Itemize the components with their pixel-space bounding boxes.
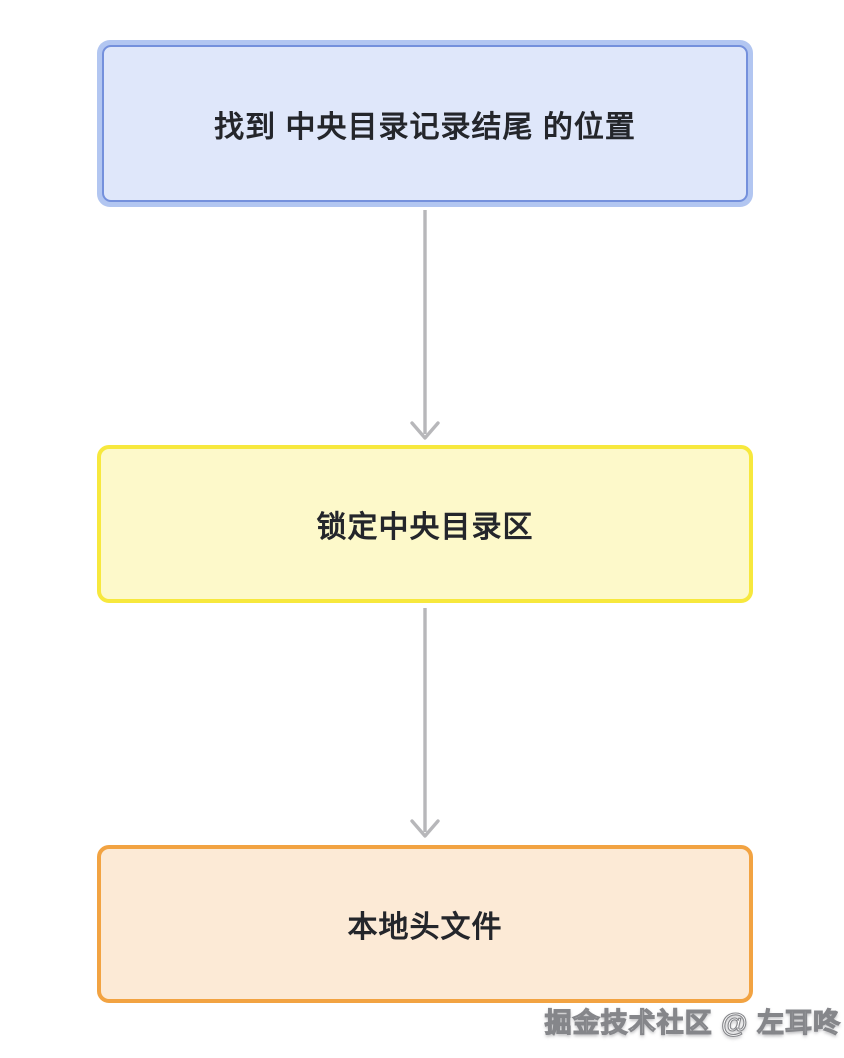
flow-node-central-directory: 锁定中央目录区 [97,445,753,603]
flow-node-local-file-header: 本地头文件 [97,845,753,1003]
arrow-head-icon [410,421,440,440]
flow-node-find-eocd: 找到 中央目录记录结尾 的位置 [97,40,753,207]
arrow-head-icon [410,819,440,838]
connector-arrow-down-2 [410,608,440,838]
flow-node-local-file-header-label: 本地头文件 [347,911,503,944]
flow-node-central-directory-label: 锁定中央目录区 [316,511,534,544]
flow-node-find-eocd-label: 找到 中央目录记录结尾 的位置 [214,110,636,144]
watermark: 掘金技术社区 @ 左耳咚 [544,1007,841,1038]
flow-node-find-eocd-body: 找到 中央目录记录结尾 的位置 [102,45,748,202]
connector-arrow-down-1 [410,210,440,440]
